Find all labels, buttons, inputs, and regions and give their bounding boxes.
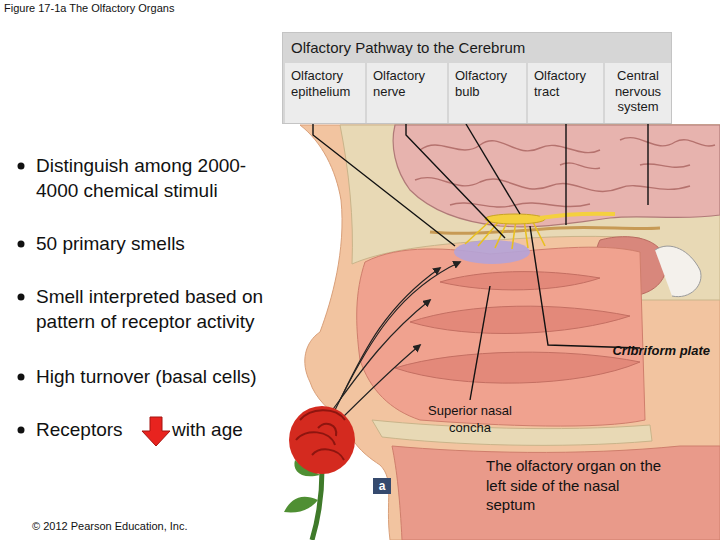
cell-text: Olfactory epithelium: [291, 68, 359, 99]
bullet-text: 50 primary smells: [36, 232, 286, 257]
face-skin: [300, 125, 720, 540]
leader-lines: [313, 124, 648, 400]
oral-cavity: [392, 446, 720, 540]
pathway-cell: Central nervous system: [605, 63, 671, 123]
olfactory-tract: [540, 214, 615, 218]
leader-line: [466, 124, 520, 214]
bullets: [18, 163, 25, 434]
cell-text: Olfactory tract: [534, 68, 597, 99]
leader-line: [647, 124, 648, 205]
pathway-cell: Olfactory nerve: [367, 63, 447, 123]
part-label: Cribriform plate: [600, 343, 710, 360]
part-label: Superior nasal concha: [425, 403, 515, 437]
bullet: [18, 427, 25, 434]
air-arrow: [325, 300, 430, 420]
rose-leaf: [284, 497, 318, 513]
decrease-arrow: [142, 417, 170, 446]
rose-petals: [296, 410, 345, 460]
gyrus: [560, 163, 690, 169]
bullet-text: High turnover (basal cells): [36, 365, 316, 390]
bullet: [18, 374, 25, 381]
olfactory-bulb: [485, 214, 545, 224]
superior-concha: [440, 272, 600, 290]
bullet-text: Receptors: [36, 418, 146, 443]
brain-gyri: [415, 138, 715, 207]
bullet: [18, 163, 25, 170]
rose-stem: [312, 470, 322, 540]
gyrus: [415, 178, 690, 192]
pathway-cell: Olfactory epithelium: [285, 63, 365, 123]
rose: [284, 406, 355, 540]
pathway-cell: Olfactory bulb: [449, 63, 526, 123]
cell-text: Olfactory nerve: [373, 68, 441, 99]
figure-caption: The olfactory organ on the left side of …: [486, 456, 668, 515]
leader-line: [565, 124, 566, 225]
bullet: [18, 294, 25, 301]
panel-letter: a: [373, 478, 391, 494]
brain: [393, 125, 720, 227]
bullet-text: with age: [172, 418, 282, 443]
rose-bloom: [289, 406, 355, 474]
inferior-concha: [395, 352, 640, 383]
gyrus: [420, 141, 600, 153]
cell-text: Olfactory bulb: [455, 68, 520, 99]
cribriform-plate: [430, 227, 660, 233]
figure-title: Figure 17-1a The Olfactory Organs: [4, 2, 174, 14]
band-heading: Olfactory Pathway to the Cerebrum: [291, 39, 663, 57]
copyright-note: © 2012 Pearson Education, Inc.: [32, 519, 282, 533]
air-arrow: [340, 262, 460, 400]
hard-palate: [372, 420, 652, 445]
sella-bone: [655, 246, 701, 297]
cell-text: Central nervous system: [608, 68, 668, 115]
middle-concha: [410, 306, 630, 333]
leader-line: [530, 226, 640, 348]
bullet-text: Distinguish among 2000-4000 chemical sti…: [36, 154, 286, 203]
leader-line: [470, 286, 490, 400]
gyrus: [620, 138, 715, 146]
leader-line: [406, 124, 505, 238]
bullet-text: Smell interpreted based on pattern of re…: [36, 285, 306, 334]
nasal-cavity: [357, 247, 645, 426]
pathway-band: Olfactory Pathway to the CerebrumOlfacto…: [282, 32, 672, 124]
leader-line: [313, 124, 455, 246]
bullet: [18, 241, 25, 248]
pathway-cell: Olfactory tract: [528, 63, 603, 123]
